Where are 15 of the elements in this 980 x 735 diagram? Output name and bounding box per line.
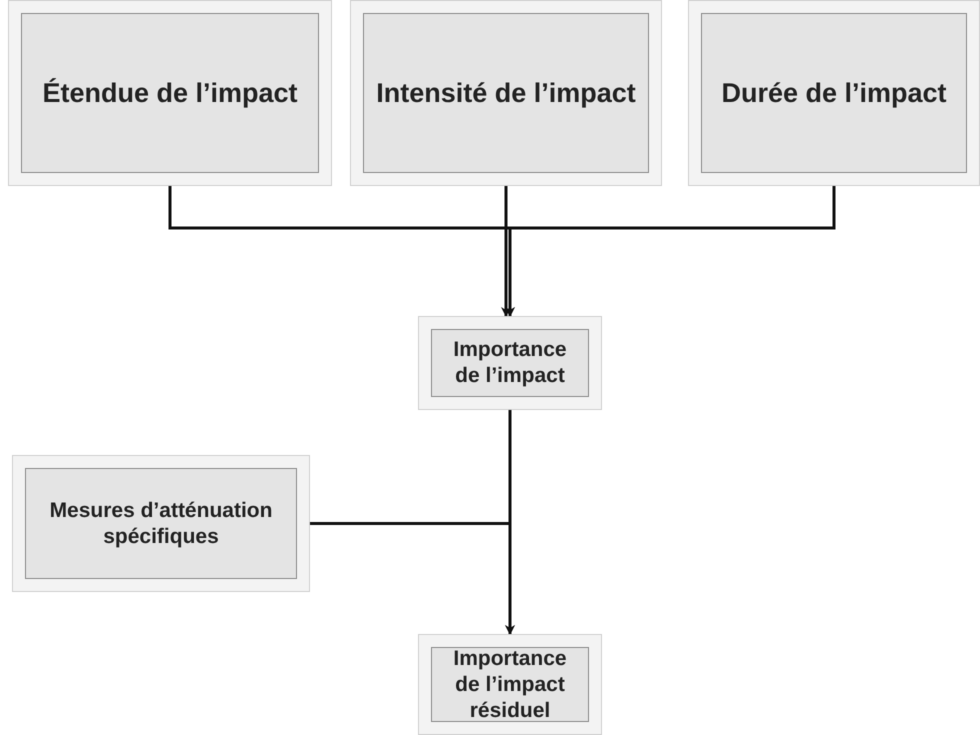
- process-box: [418, 316, 602, 410]
- box-label: Importance de l’impact résiduel: [452, 646, 568, 724]
- box-label: Mesures d’atténuation spécifiques: [48, 498, 274, 550]
- box-label: Étendue de l’impact: [42, 77, 298, 109]
- arrow: [310, 522, 515, 635]
- arrow: [505, 186, 836, 317]
- box-label: Importance de l’impact: [452, 337, 568, 389]
- process-box: [350, 0, 662, 186]
- process-box: [12, 455, 310, 592]
- box-label: Durée de l’impact: [721, 77, 947, 109]
- arrow: [501, 186, 511, 317]
- process-box: [418, 634, 602, 735]
- process-box: [688, 0, 980, 186]
- box-label: Intensité de l’impact: [376, 77, 636, 109]
- process-box: [8, 0, 332, 186]
